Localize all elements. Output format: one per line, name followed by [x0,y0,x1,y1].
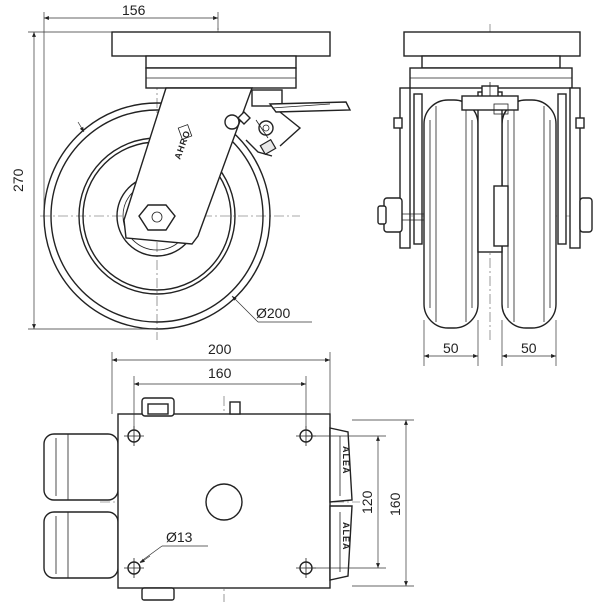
brand-label-lower: ALEA [341,522,351,551]
dim-diameter-13: Ø13 [166,529,193,545]
dim-120: 120 [359,490,375,514]
dim-160-horizontal: 160 [208,365,232,381]
top-view: ALEA ALEA 200 160 120 160 Ø13 [43,341,414,602]
axle-nut [138,204,176,231]
top-base-plate [117,413,331,589]
dim-270: 270 [10,168,26,192]
dim-160-vertical: 160 [387,492,403,516]
dim-200: 200 [208,341,232,357]
brake-mechanism [224,89,352,157]
front-left-wheel [423,99,479,329]
center-hole [205,483,243,521]
dim-diameter-200: Ø200 [256,305,290,321]
brand-label-upper: ALEA [341,446,351,475]
side-top-plate [111,31,331,57]
front-top-plate [403,31,581,57]
dim-50-left: 50 [443,340,459,356]
front-view: 50 50 [377,24,593,366]
top-left-wheels [43,433,119,579]
dim-156: 156 [122,2,146,18]
side-view: AHRO 156 270 [10,2,352,340]
top-brake-pedals [329,427,353,581]
front-right-wheel [501,99,557,329]
dim-50-right: 50 [521,340,537,356]
